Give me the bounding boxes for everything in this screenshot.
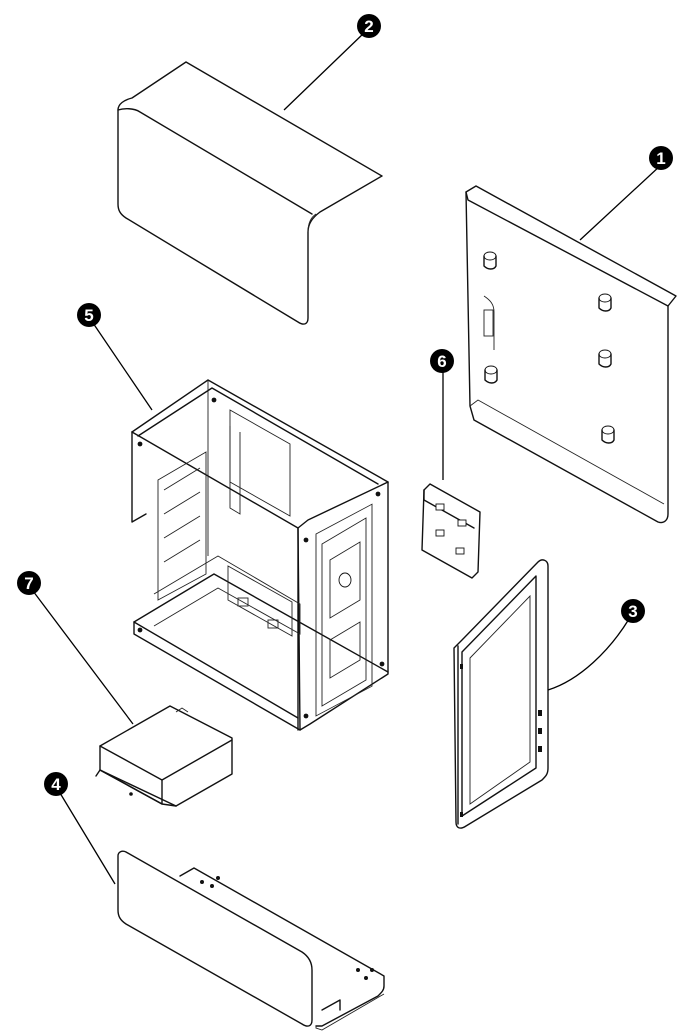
part-4-bottom-panel (117, 850, 385, 1031)
callout-7: 7 (17, 571, 41, 595)
part-5-chassis (131, 379, 389, 731)
callout-4: 4 (44, 772, 68, 796)
callout-2-label: 2 (364, 17, 373, 36)
callout-3: 3 (621, 599, 645, 623)
callout-4-label: 4 (51, 775, 61, 794)
part-6-bracket (421, 483, 481, 579)
part-3-front-panel (453, 559, 549, 829)
callout-6-label: 6 (437, 352, 446, 371)
part-1-side-panel (465, 185, 677, 524)
callout-6: 6 (430, 349, 454, 373)
leader-lines (32, 31, 662, 885)
callout-1: 1 (649, 146, 673, 170)
callout-5-label: 5 (84, 306, 93, 325)
callout-5: 5 (77, 303, 101, 327)
callout-7-label: 7 (24, 574, 33, 593)
callout-2: 2 (357, 14, 381, 38)
part-7-drive-cage (95, 705, 233, 807)
part-2-top-cover (117, 61, 383, 325)
callout-1-label: 1 (656, 149, 665, 168)
callout-3-label: 3 (628, 602, 637, 621)
